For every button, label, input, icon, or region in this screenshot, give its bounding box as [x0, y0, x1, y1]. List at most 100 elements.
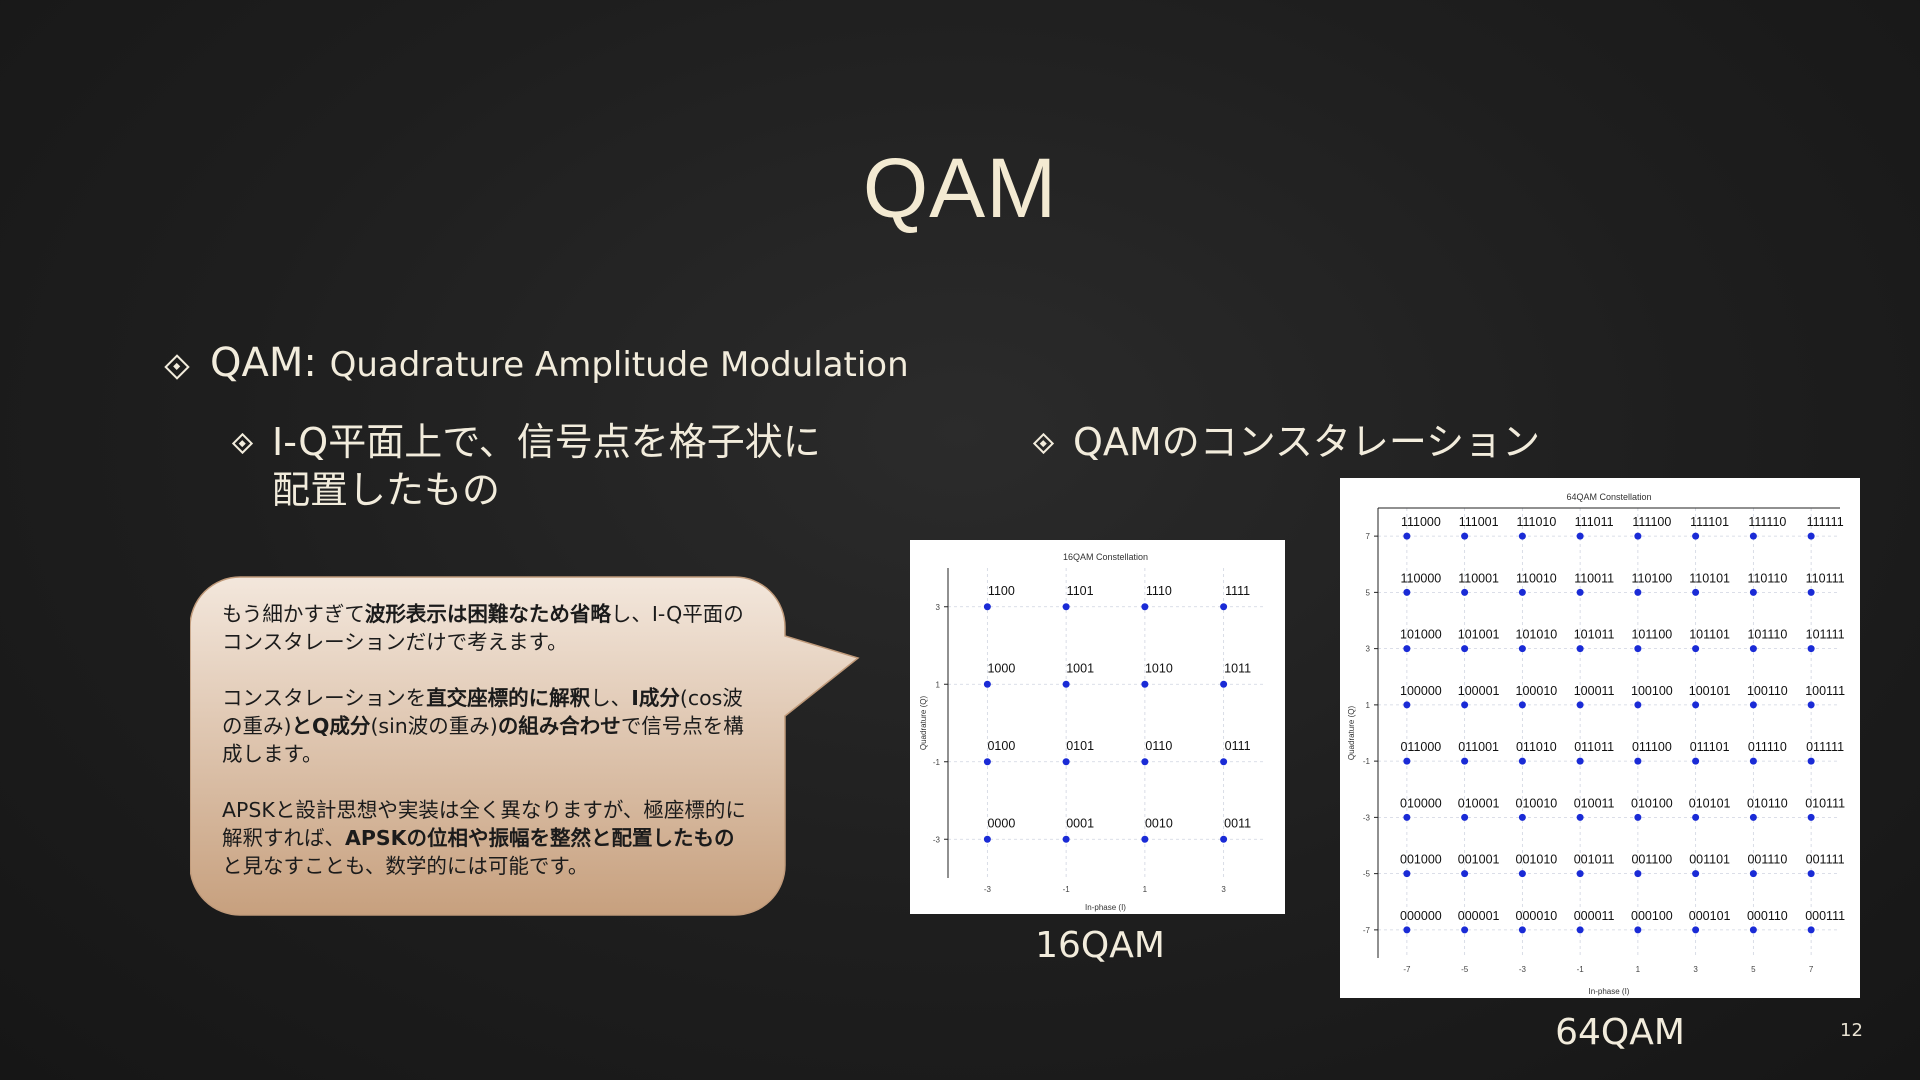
constellation-point [1807, 813, 1815, 821]
constellation-point [1749, 926, 1757, 934]
constellation-point-label: 0000 [987, 816, 1015, 830]
speech-bubble: もう細かすぎて波形表示は困難なため省略し、I-Q平面のコンスタレーションだけで考… [190, 576, 860, 916]
constellation-point [1461, 532, 1469, 540]
constellation-point [983, 835, 991, 843]
constellation-point [1461, 926, 1469, 934]
bullet-text: I-Q平面上で、信号点を格子状に配置したもの [272, 418, 821, 514]
speech-bubble-shape [190, 576, 860, 916]
constellation-point [1062, 758, 1070, 766]
chart-title: 64QAM Constellation [1566, 492, 1651, 502]
constellation-point-label: 1001 [1066, 661, 1094, 675]
constellation-point [1749, 588, 1757, 596]
diamond-bullet-icon [1036, 436, 1051, 451]
constellation-point-label: 110001 [1458, 571, 1499, 585]
constellation-point-label: 101010 [1516, 628, 1558, 642]
constellation-point [1576, 813, 1584, 821]
constellation-point [1692, 588, 1700, 596]
constellation-point [1634, 645, 1642, 653]
constellation-point [1141, 835, 1149, 843]
constellation-point-label: 100011 [1574, 684, 1615, 698]
constellation-point [1749, 532, 1757, 540]
constellation-point [1062, 680, 1070, 688]
constellation-point [1576, 870, 1584, 878]
constellation-point-label: 011001 [1458, 740, 1499, 754]
constellation-point [1807, 701, 1815, 709]
constellation-point-label: 010000 [1400, 796, 1442, 810]
constellation-point-label: 001101 [1689, 853, 1730, 867]
constellation-point [1576, 926, 1584, 934]
constellation-point-label: 1000 [987, 661, 1015, 675]
bubble-text-run: し、 [590, 686, 632, 710]
constellation-point [1518, 645, 1526, 653]
constellation-point [1634, 757, 1642, 765]
constellation-point-label: 111101 [1690, 515, 1729, 529]
constellation-point-label: 100101 [1689, 684, 1731, 698]
x-tick-label: -5 [1461, 965, 1469, 974]
constellation-point-label: 011101 [1690, 740, 1730, 754]
constellation-point-label: 001000 [1400, 853, 1442, 867]
x-tick-label: 3 [1693, 965, 1698, 974]
constellation-point-label: 111000 [1401, 515, 1441, 529]
y-tick-label: -7 [1363, 926, 1371, 935]
constellation-point [1807, 757, 1815, 765]
constellation-point [1141, 680, 1149, 688]
constellation-point-label: 010100 [1631, 796, 1673, 810]
x-tick-label: -3 [1519, 965, 1527, 974]
constellation-point [1692, 813, 1700, 821]
constellation-point [1576, 645, 1584, 653]
constellation-point-label: 0101 [1066, 739, 1094, 753]
constellation-point-label: 100001 [1458, 684, 1500, 698]
constellation-point-label: 001011 [1574, 853, 1615, 867]
constellation-point [1461, 813, 1469, 821]
constellation-point [1141, 603, 1149, 611]
constellation-point-label: 0001 [1066, 816, 1094, 830]
constellation-point [1807, 645, 1815, 653]
constellation-point [1141, 758, 1149, 766]
bullet-main-text: QAM: [210, 340, 330, 386]
constellation-point-label: 011010 [1516, 740, 1557, 754]
constellation-point-label: 011110 [1748, 740, 1787, 754]
bubble-paragraph-1: もう細かすぎて波形表示は困難なため省略し、I-Q平面のコンスタレーションだけで考… [222, 600, 752, 656]
constellation-point-label: 111001 [1459, 515, 1499, 529]
constellation-point-label: 1100 [988, 584, 1015, 598]
bullet-sub-text: Quadrature Amplitude Modulation [329, 345, 909, 385]
diamond-bullet-icon [168, 358, 186, 376]
constellation-point-label: 000101 [1689, 909, 1731, 923]
constellation-point-label: 100000 [1400, 684, 1442, 698]
y-tick-label: -1 [933, 758, 941, 767]
constellation-point-label: 000001 [1458, 909, 1500, 923]
constellation-point [1634, 813, 1642, 821]
constellation-point [1692, 926, 1700, 934]
constellation-point-label: 010111 [1805, 796, 1845, 810]
constellation-point-label: 000100 [1631, 909, 1673, 923]
constellation-point [1692, 870, 1700, 878]
y-tick-label: 7 [1366, 532, 1371, 541]
constellation-point [1461, 588, 1469, 596]
constellation-point-label: 011000 [1400, 740, 1441, 754]
constellation-point [1634, 701, 1642, 709]
y-tick-label: -5 [1363, 870, 1371, 879]
constellation-point-label: 110100 [1631, 571, 1672, 585]
constellation-point-label: 001001 [1458, 853, 1500, 867]
x-axis-label: In-phase (I) [1589, 987, 1630, 996]
constellation-point-label: 101110 [1747, 628, 1787, 642]
constellation-point-label: 110011 [1574, 571, 1614, 585]
constellation-point [1220, 680, 1228, 688]
constellation-point-label: 0011 [1224, 816, 1251, 830]
constellation-point-label: 100110 [1747, 684, 1788, 698]
constellation-point-label: 101111 [1806, 628, 1845, 642]
constellation-point-label: 100111 [1805, 684, 1845, 698]
constellation-point-label: 010001 [1458, 796, 1500, 810]
slide-title: QAM [862, 141, 1058, 235]
x-axis-label: In-phase (I) [1085, 903, 1126, 912]
constellation-point [1749, 701, 1757, 709]
constellation-point [1518, 813, 1526, 821]
bubble-text-run: (sin波の重み) [370, 714, 498, 738]
constellation-point-label: 110000 [1400, 571, 1441, 585]
y-tick-label: 1 [936, 680, 941, 689]
bullet-line-2: 配置したもの [272, 468, 501, 512]
